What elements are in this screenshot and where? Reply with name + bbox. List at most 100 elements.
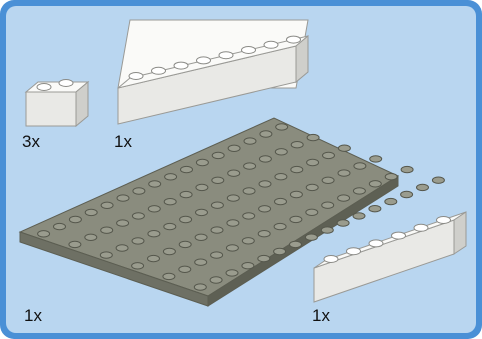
plate-stud <box>354 163 366 169</box>
plate-stud <box>323 152 335 158</box>
plate-stud <box>401 166 413 172</box>
plate-stud <box>133 188 145 194</box>
plate-stud <box>210 277 222 283</box>
plate-stud <box>275 198 287 204</box>
brick-stud <box>392 232 406 239</box>
plate-stud <box>211 202 223 208</box>
plate-stud <box>38 231 50 237</box>
plate-stud <box>164 223 176 229</box>
plate-stud <box>227 195 239 201</box>
brick-stud <box>174 62 188 69</box>
plate-stud <box>290 216 302 222</box>
plate-stud <box>259 156 271 162</box>
quantity-plate: 1x <box>24 306 42 326</box>
plate-stud <box>228 170 240 176</box>
plate-stud <box>149 181 161 187</box>
plate-stud <box>258 255 270 261</box>
plate-stud <box>211 252 223 258</box>
plate-stud <box>385 174 397 180</box>
quantity-brick-1x2: 3x <box>22 132 40 152</box>
brick-stud <box>242 47 256 54</box>
plate-stud <box>353 213 365 219</box>
plate-stud <box>242 263 254 269</box>
white-brick-1x8 <box>118 20 308 124</box>
plate-stud <box>401 191 413 197</box>
brick-stud <box>129 73 143 80</box>
plate-stud <box>179 266 191 272</box>
plate-stud <box>195 234 207 240</box>
plate-stud <box>148 231 160 237</box>
plate-stud <box>85 234 97 240</box>
plate-stud <box>258 231 270 237</box>
plate-stud <box>305 234 317 240</box>
plate-stud <box>274 248 286 254</box>
plate-stud <box>227 220 239 226</box>
plate-stud <box>132 238 144 244</box>
plate-stud <box>307 134 319 140</box>
plate-stud <box>226 245 238 251</box>
plate-stud <box>242 238 254 244</box>
plate-stud <box>338 170 350 176</box>
plate-stud <box>132 263 144 269</box>
plate-stud <box>290 191 302 197</box>
plate-stud <box>117 220 129 226</box>
parts-list-panel: 3x 1x 1x 1x <box>6 6 476 333</box>
plate-stud <box>179 241 191 247</box>
plate-stud <box>338 195 350 201</box>
brick-stud <box>197 57 211 64</box>
brick-stud <box>219 52 233 59</box>
plate-stud <box>274 223 286 229</box>
plate-stud <box>243 213 255 219</box>
brick-stud <box>414 224 428 231</box>
plate-stud <box>322 177 334 183</box>
plate-stud <box>117 195 129 201</box>
plate-stud <box>180 216 192 222</box>
plate-stud <box>228 145 240 151</box>
plate-stud <box>337 220 349 226</box>
plate-stud <box>306 184 318 190</box>
plate-stud <box>196 209 208 215</box>
plate-stud <box>338 145 350 151</box>
brick-stud <box>369 240 383 247</box>
plate-stud <box>101 227 113 233</box>
plate-stud <box>370 156 382 162</box>
plate-stud <box>226 270 238 276</box>
plate-stud <box>69 241 81 247</box>
plate-stud <box>417 184 429 190</box>
plate-stud <box>385 198 397 204</box>
plate-stud <box>164 199 176 205</box>
plate-stud <box>54 223 66 229</box>
plate-stud <box>321 227 333 233</box>
brick-stud <box>152 67 166 74</box>
brick-stud <box>347 248 361 255</box>
plate-stud <box>275 149 287 155</box>
brick-stud <box>287 36 301 43</box>
plate-stud <box>275 174 287 180</box>
plate-stud <box>307 159 319 165</box>
plate-stud <box>163 248 175 254</box>
plate-stud <box>85 209 97 215</box>
quantity-brick-1x6: 1x <box>312 306 330 326</box>
plate-stud <box>306 209 318 215</box>
plate-stud <box>100 252 112 258</box>
plate-stud <box>195 259 207 265</box>
plate-stud <box>101 202 113 208</box>
plate-stud <box>244 138 256 144</box>
plate-stud <box>148 206 160 212</box>
plate-stud <box>243 188 255 194</box>
brick-stud <box>324 256 338 263</box>
plate-stud <box>212 152 224 158</box>
plate-stud <box>212 177 224 183</box>
brick-stud <box>437 217 451 224</box>
plate-stud <box>432 177 444 183</box>
white-brick-1x6 <box>314 212 466 302</box>
plate-stud <box>276 124 288 130</box>
brick-stud <box>264 41 278 48</box>
plate-stud <box>322 202 334 208</box>
plate-stud <box>260 131 272 137</box>
plate-stud <box>259 206 271 212</box>
plate-stud <box>69 216 81 222</box>
plate-stud <box>369 181 381 187</box>
parts-illustration <box>6 6 476 333</box>
